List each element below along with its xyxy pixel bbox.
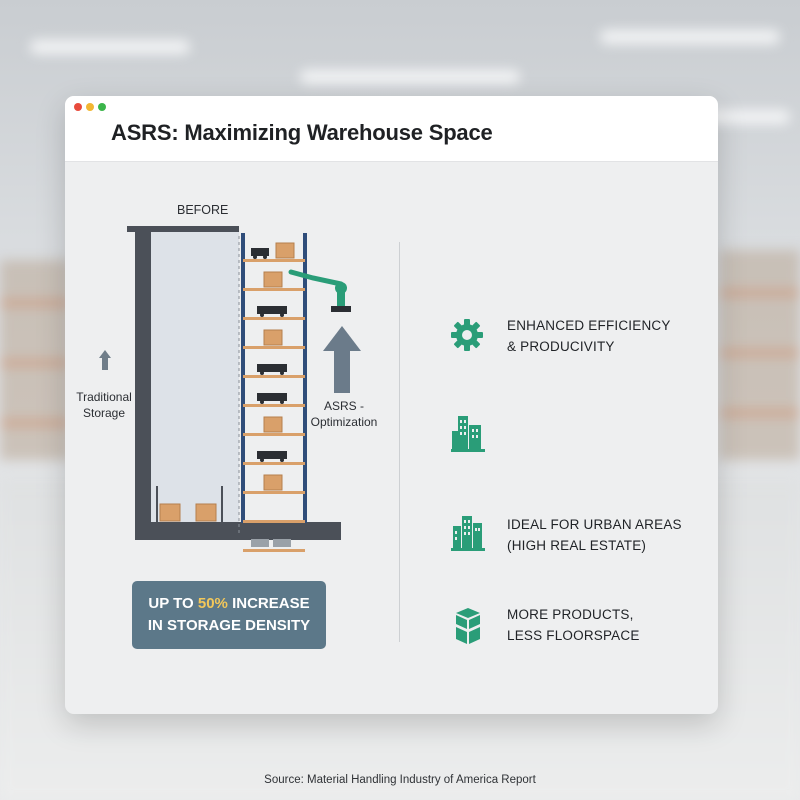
- storage-comparison-diagram: [99, 226, 361, 552]
- stored-box: [275, 242, 295, 259]
- rack-shelf: [243, 317, 305, 320]
- robotic-arm: [288, 269, 351, 312]
- page-title: ASRS: Maximizing Warehouse Space: [111, 120, 493, 145]
- stored-cart: [257, 451, 287, 459]
- traditional-storage-label: Traditional Storage: [76, 390, 132, 420]
- rack-shelf: [243, 288, 305, 291]
- cart-wheel: [280, 400, 284, 404]
- asrs-rack: [241, 233, 307, 552]
- stored-tote: [251, 539, 269, 547]
- rack-shelf: [243, 433, 305, 436]
- cart-wheel: [280, 371, 284, 375]
- stored-cart: [257, 306, 287, 314]
- rack-shelf: [243, 462, 305, 465]
- rack-shelf: [243, 404, 305, 407]
- stored-box: [263, 271, 283, 288]
- rack-shelf: [243, 346, 305, 349]
- before-label: BEFORE: [177, 203, 229, 217]
- stored-cart: [257, 393, 287, 401]
- rack-shelf: [243, 375, 305, 378]
- cart-wheel: [260, 458, 264, 462]
- stored-box: [263, 416, 283, 433]
- rack-shelf: [243, 549, 305, 552]
- traditional-storage-building: [127, 226, 341, 540]
- feature-more-products: MORE PRODUCTS, LESS FLOORSPACE: [507, 607, 640, 643]
- rack-shelf: [243, 491, 305, 494]
- cart-wheel: [260, 313, 264, 317]
- window-controls: [74, 103, 106, 111]
- buildings-icon: [451, 416, 485, 452]
- maximize-dot[interactable]: [98, 103, 106, 111]
- cart-wheel: [260, 400, 264, 404]
- stored-box: [263, 474, 283, 491]
- cart-wheel: [253, 255, 257, 259]
- stored-tote: [273, 539, 291, 547]
- gear-icon: [451, 319, 483, 351]
- feature-efficiency: ENHANCED EFFICIENCY & PRODUCIVITY: [507, 318, 671, 354]
- city-buildings-icon: [451, 516, 485, 551]
- cart-wheel: [263, 255, 267, 259]
- cart-wheel: [280, 313, 284, 317]
- asrs-up-arrow: [323, 326, 361, 393]
- rack-shelf: [243, 520, 305, 523]
- traditional-up-arrow: [99, 350, 111, 370]
- section-divider: [399, 242, 400, 642]
- close-dot[interactable]: [74, 103, 82, 111]
- rack-shelf: [243, 259, 305, 262]
- stored-cart: [257, 364, 287, 372]
- minimize-dot[interactable]: [86, 103, 94, 111]
- cart-wheel: [260, 371, 264, 375]
- infographic-window: ASRS: Maximizing Warehouse Space BEFORE: [65, 96, 718, 714]
- storage-density-badge: UP TO 50% INCREASE IN STORAGE DENSITY: [132, 581, 326, 649]
- cart-wheel: [280, 458, 284, 462]
- asrs-optimization-label: ASRS - Optimization: [310, 399, 378, 429]
- boxes-icon: [456, 608, 480, 644]
- stored-box: [263, 329, 283, 346]
- title-bar: ASRS: Maximizing Warehouse Space: [65, 96, 718, 162]
- feature-urban-areas: IDEAL FOR URBAN AREAS (HIGH REAL ESTATE): [507, 517, 682, 553]
- stored-cart: [251, 248, 269, 256]
- source-citation: Source: Material Handling Industry of Am…: [264, 774, 536, 786]
